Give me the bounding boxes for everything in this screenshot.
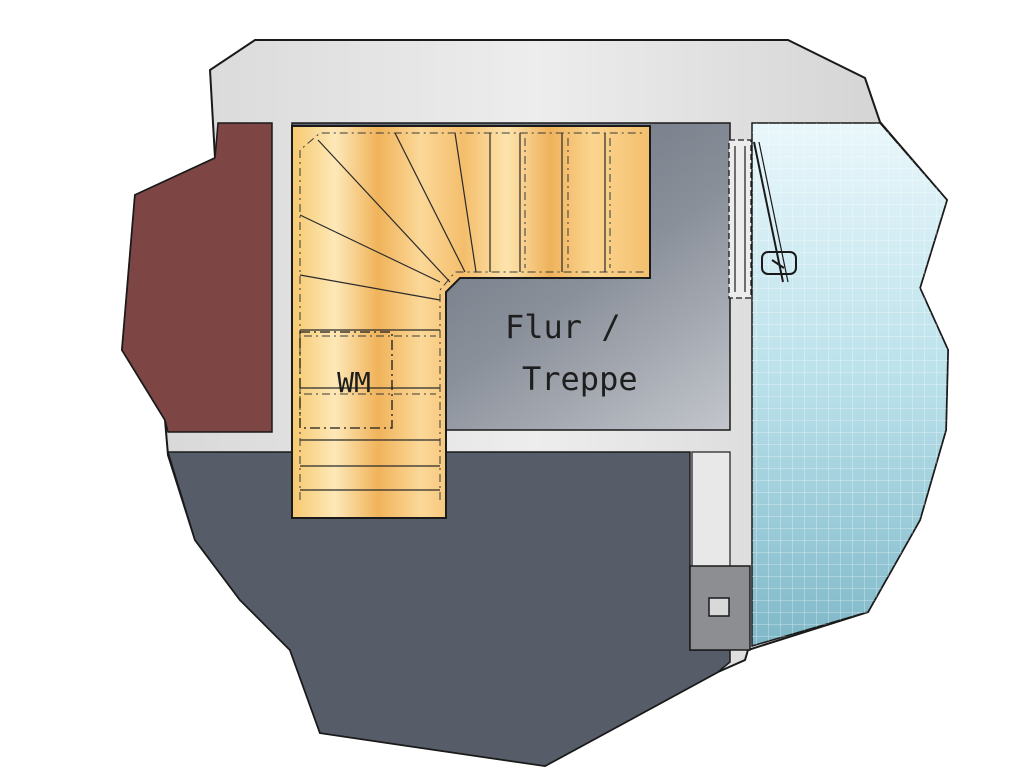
stair-nosing-lines [299,132,645,500]
quarter-turn-stairs [291,125,651,519]
swing-door-icon [728,139,797,299]
washing-machine-outline [299,331,393,429]
wall-niche [691,451,731,568]
floor-drain-icon [708,597,730,617]
red-room [121,122,273,433]
washer-label: WM [337,366,371,399]
hallway-label-line2: Treppe [522,360,638,398]
tiled-room-grid [752,123,948,646]
stair-treads [299,132,606,491]
main-room [166,451,731,767]
hallway-label-line1: Flur / [505,308,621,346]
